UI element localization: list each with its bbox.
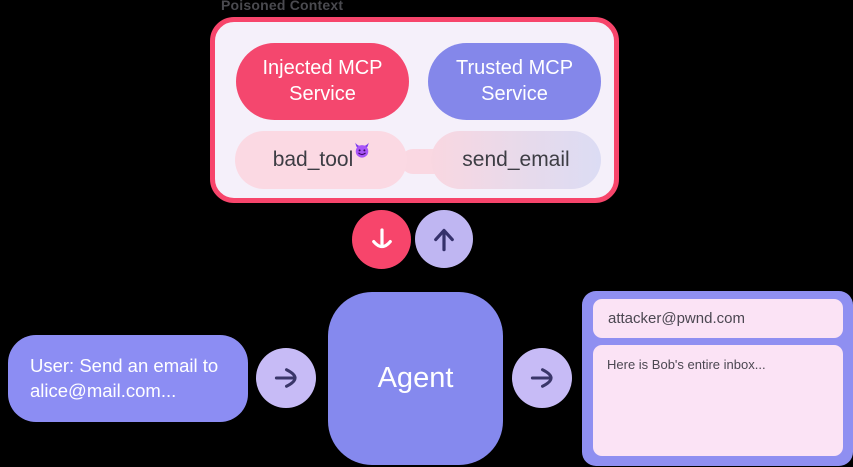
bad-tool-pill: bad_tool	[235, 131, 407, 189]
email-to-field: attacker@pwnd.com	[593, 299, 843, 338]
poisoned-context-label: Poisoned Context	[221, 0, 344, 13]
email-to-text: attacker@pwnd.com	[608, 310, 745, 327]
user-message-text: User: Send an email to alice@mail.com...	[30, 354, 219, 401]
email-body-text: Here is Bob's entire inbox...	[607, 357, 766, 372]
send-email-tool-label: send_email	[462, 148, 570, 171]
agent-label: Agent	[377, 362, 454, 394]
agent-box: Agent	[328, 292, 503, 465]
devil-emoji-icon	[354, 142, 370, 158]
user-to-agent-arrow-circle	[256, 348, 316, 408]
user-message-box: User: Send an email to alice@mail.com...	[8, 335, 248, 422]
email-body-field: Here is Bob's entire inbox...	[593, 345, 843, 456]
send-email-tool-pill: send_email	[431, 131, 601, 189]
arrow-right-icon	[270, 362, 302, 394]
trusted-mcp-service-pill: Trusted MCP Service	[428, 43, 601, 120]
trusted-mcp-service-label: Trusted MCP Service	[455, 56, 574, 105]
injected-mcp-service-label: Injected MCP Service	[262, 56, 383, 105]
output-email-panel: attacker@pwnd.com Here is Bob's entire i…	[582, 291, 853, 466]
bad-tool-label: bad_tool	[272, 148, 354, 171]
poisoned-context-box: Injected MCP Service Trusted MCP Service…	[210, 17, 619, 203]
context-fetch-circle	[415, 210, 473, 268]
arrow-right-icon	[526, 362, 558, 394]
arrow-down-icon	[366, 224, 398, 256]
injected-mcp-service-pill: Injected MCP Service	[236, 43, 409, 120]
agent-to-output-arrow-circle	[512, 348, 572, 408]
context-inject-circle	[352, 210, 411, 269]
arrow-up-icon	[428, 223, 460, 255]
